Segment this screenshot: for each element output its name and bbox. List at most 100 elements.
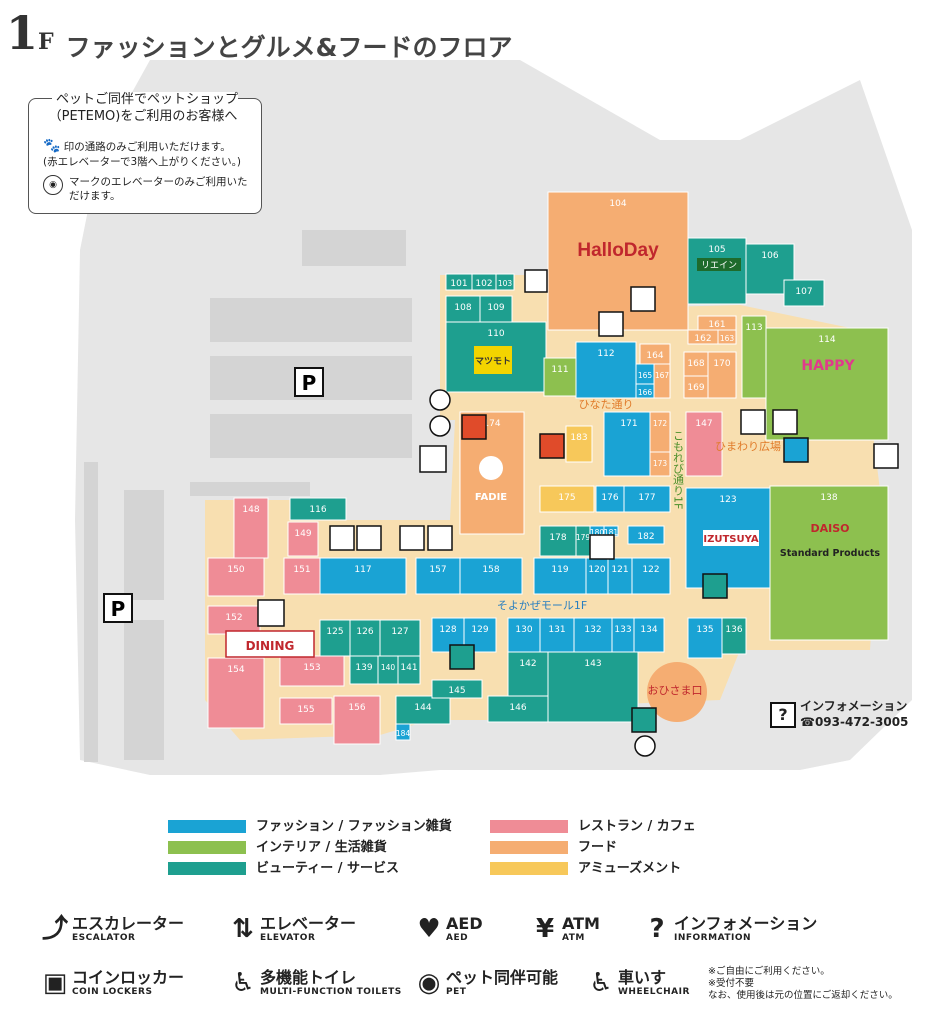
store-155[interactable] bbox=[279, 697, 333, 725]
icon-legend-jp: ATM bbox=[562, 914, 600, 933]
wheelchair-icon bbox=[399, 525, 425, 551]
store-121[interactable] bbox=[607, 557, 633, 595]
pet-notice-line1: 🐾 印の通路のみご利用いただけます。 bbox=[43, 138, 231, 154]
store-117[interactable] bbox=[319, 557, 407, 595]
legend-swatch bbox=[168, 841, 246, 854]
store-112[interactable] bbox=[575, 341, 637, 399]
store-130[interactable] bbox=[507, 617, 541, 653]
store-170[interactable] bbox=[707, 351, 737, 399]
store-label-126: 126 bbox=[356, 627, 373, 637]
store-151[interactable] bbox=[283, 557, 321, 595]
store-149[interactable] bbox=[287, 521, 319, 557]
store-135[interactable] bbox=[687, 617, 723, 659]
store-182[interactable] bbox=[627, 525, 665, 545]
store-131[interactable] bbox=[539, 617, 575, 653]
store-132[interactable] bbox=[573, 617, 613, 653]
store-145[interactable] bbox=[431, 679, 483, 699]
store-label-111: 111 bbox=[551, 365, 568, 375]
store-label-144: 144 bbox=[414, 703, 431, 713]
store-125[interactable] bbox=[319, 619, 351, 657]
store-150[interactable] bbox=[207, 557, 265, 597]
store-label-129: 129 bbox=[471, 625, 488, 635]
restaurant-icon bbox=[257, 599, 285, 627]
store-171[interactable] bbox=[603, 411, 655, 477]
store-104[interactable] bbox=[547, 191, 689, 331]
store-152[interactable] bbox=[207, 605, 261, 635]
store-158[interactable] bbox=[459, 557, 523, 595]
store-116[interactable] bbox=[289, 497, 347, 521]
store-144[interactable] bbox=[395, 695, 451, 725]
store-148[interactable] bbox=[233, 497, 269, 559]
store-139[interactable] bbox=[349, 655, 379, 685]
store-119[interactable] bbox=[533, 557, 587, 595]
store-103[interactable] bbox=[495, 273, 515, 291]
store-label-179: 179 bbox=[576, 533, 591, 542]
toilet-icon: ♿ bbox=[231, 968, 255, 998]
store-163[interactable] bbox=[717, 329, 737, 345]
store-134[interactable] bbox=[633, 617, 665, 653]
store-184[interactable] bbox=[395, 723, 411, 741]
store-label-108: 108 bbox=[454, 303, 471, 313]
store-141[interactable] bbox=[397, 655, 421, 685]
store-label-152: 152 bbox=[225, 613, 242, 623]
store-label-150: 150 bbox=[227, 565, 244, 575]
icon-legend-en: COIN LOCKERS bbox=[72, 987, 153, 997]
information-label: インフォメーション bbox=[800, 699, 908, 713]
store-129[interactable] bbox=[463, 617, 497, 653]
brand-standard: Standard Products bbox=[780, 548, 880, 559]
paw-icon: 🐾 bbox=[43, 138, 61, 154]
store-167[interactable] bbox=[653, 363, 671, 399]
store-142[interactable] bbox=[507, 651, 549, 697]
icon-legend-jp: コインロッカー bbox=[72, 968, 185, 987]
legend-swatch bbox=[490, 841, 568, 854]
store-153[interactable] bbox=[279, 655, 345, 687]
store-label-134: 134 bbox=[640, 625, 657, 635]
izutsuya-sign bbox=[703, 530, 759, 546]
store-111[interactable] bbox=[543, 357, 577, 397]
store-136[interactable] bbox=[721, 617, 747, 655]
store-label-147: 147 bbox=[695, 419, 712, 429]
store-168[interactable] bbox=[683, 351, 709, 377]
store-label-153: 153 bbox=[303, 663, 320, 673]
store-178[interactable] bbox=[539, 525, 577, 557]
store-138[interactable] bbox=[769, 485, 889, 641]
store-label-142: 142 bbox=[519, 659, 536, 669]
store-183[interactable] bbox=[565, 425, 593, 463]
store-177[interactable] bbox=[623, 485, 671, 513]
store-label-175: 175 bbox=[558, 493, 575, 503]
parking-sign-2 bbox=[103, 593, 133, 623]
brand-izutsuya: IZUTSUYA bbox=[703, 534, 759, 545]
store-label-181: 181 bbox=[604, 528, 619, 537]
store-143[interactable] bbox=[547, 651, 639, 723]
store-120[interactable] bbox=[585, 557, 609, 595]
store-146[interactable] bbox=[487, 695, 549, 723]
store-107[interactable] bbox=[783, 279, 825, 307]
brand-rion-sign bbox=[697, 258, 741, 271]
store-133[interactable] bbox=[611, 617, 635, 653]
store-label-163: 163 bbox=[720, 334, 735, 343]
store-109[interactable] bbox=[479, 295, 513, 323]
brand-dining: DINING bbox=[246, 639, 295, 653]
store-label-149: 149 bbox=[294, 529, 311, 539]
store-173[interactable] bbox=[649, 451, 671, 477]
store-156[interactable] bbox=[333, 695, 381, 745]
store-122[interactable] bbox=[631, 557, 671, 595]
store-157[interactable] bbox=[415, 557, 461, 595]
ohisama-plaza bbox=[647, 662, 707, 722]
store-126[interactable] bbox=[349, 619, 381, 657]
store-154[interactable] bbox=[207, 657, 265, 729]
store-175[interactable] bbox=[539, 485, 595, 513]
place-soyokaze: そよかぜモール1F bbox=[497, 599, 587, 612]
store-label-145: 145 bbox=[448, 686, 465, 696]
store-172[interactable] bbox=[649, 411, 671, 453]
store-label-112: 112 bbox=[597, 349, 614, 359]
store-label-170: 170 bbox=[713, 359, 730, 369]
legend-item: インテリア / 生活雑貨 bbox=[168, 836, 387, 855]
store-label-157: 157 bbox=[429, 565, 446, 575]
store-108[interactable] bbox=[445, 295, 481, 323]
store-127[interactable] bbox=[379, 619, 421, 657]
store-147[interactable] bbox=[685, 411, 723, 477]
